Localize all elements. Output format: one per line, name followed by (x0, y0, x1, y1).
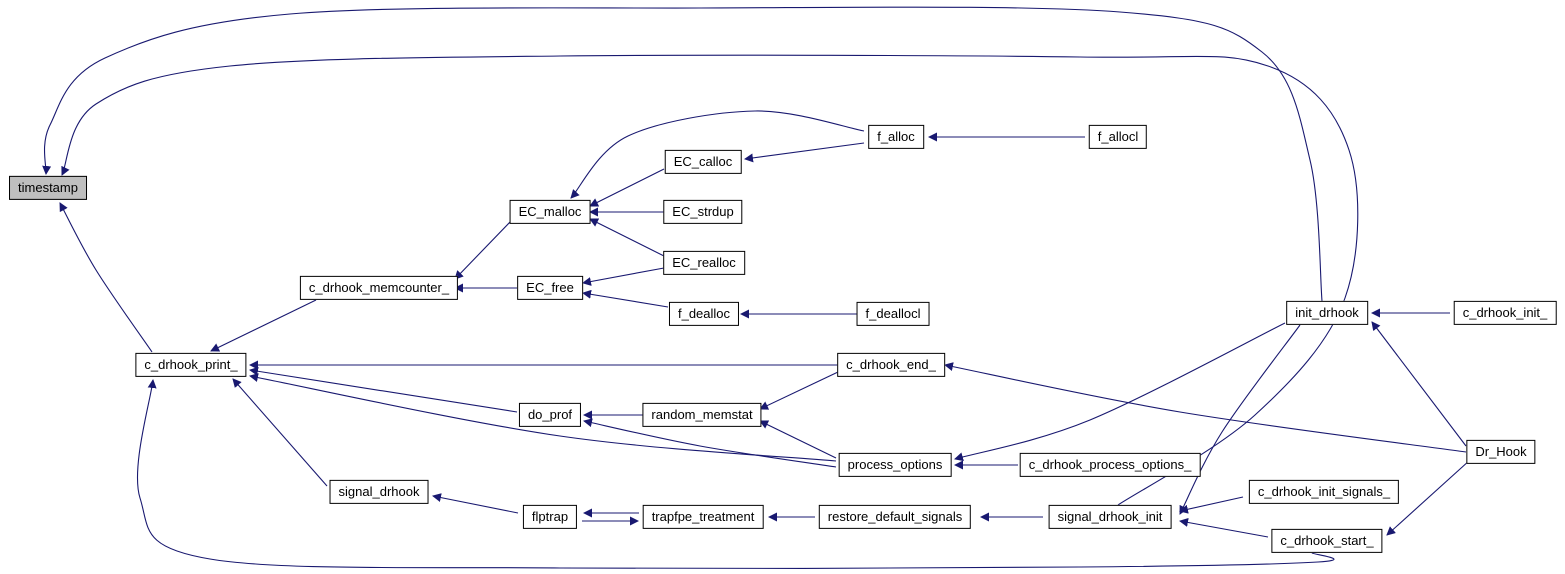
graph-node-c_drhook_print_[interactable]: c_drhook_print_ (135, 352, 247, 378)
call-edge-c_drhook_init_signals_-to-signal_drhook_init (1179, 496, 1244, 514)
graph-node-Dr_Hook[interactable]: Dr_Hook (1466, 439, 1536, 465)
call-edge-init_drhook-to-timestamp (42, 6, 1323, 302)
graph-node-process_options[interactable]: process_options (838, 452, 952, 478)
call-edge-c_drhook_print_-to-timestamp (59, 202, 153, 353)
graph-node-c_drhook_memcounter_[interactable]: c_drhook_memcounter_ (299, 275, 459, 301)
call-edge-Dr_Hook-to-c_drhook_start_ (1386, 459, 1471, 536)
graph-node-EC_malloc[interactable]: EC_malloc (509, 199, 591, 225)
graph-node-trapfpe_treatment[interactable]: trapfpe_treatment (642, 504, 764, 530)
call-edge-c_drhook_memcounter_-to-c_drhook_print_ (210, 299, 317, 352)
call-edge-c_drhook_start_-to-signal_drhook_init (1179, 518, 1269, 538)
graph-node-f_deallocl[interactable]: f_deallocl (856, 301, 930, 327)
call-edge-f_dealloc-to-EC_free (582, 289, 669, 308)
call-edge-process_options-to-c_drhook_print_ (249, 373, 837, 462)
graph-node-init_drhook[interactable]: init_drhook (1286, 300, 1368, 326)
graph-node-EC_realloc[interactable]: EC_realloc (663, 250, 745, 276)
call-edge-c_drhook_start_-to-c_drhook_print_ (136, 379, 1335, 570)
call-edge-flptrap-to-signal_drhook (432, 493, 519, 514)
call-edge-EC_realloc-to-EC_free (582, 267, 665, 286)
graph-node-restore_default_signals[interactable]: restore_default_signals (818, 504, 972, 530)
call-edge-Dr_Hook-to-c_drhook_end_ (944, 362, 1467, 453)
graph-node-do_prof[interactable]: do_prof (518, 402, 582, 428)
call-edge-EC_calloc-to-EC_malloc (589, 168, 665, 207)
call-edge-init_drhook-to-process_options (954, 322, 1286, 462)
call-edge-Dr_Hook-to-init_drhook (1371, 321, 1467, 447)
call-edge-f_alloc-to-EC_malloc (570, 110, 865, 199)
call-edge-f_alloc-to-EC_calloc (744, 142, 865, 163)
graph-node-f_allocl[interactable]: f_allocl (1088, 124, 1148, 150)
graph-node-f_dealloc[interactable]: f_dealloc (668, 301, 740, 327)
call-edge-process_options-to-random_memstat (759, 420, 837, 459)
graph-node-c_drhook_end_[interactable]: c_drhook_end_ (837, 352, 945, 378)
graph-node-random_memstat[interactable]: random_memstat (642, 402, 762, 428)
call-edge-process_options-to-do_prof (583, 418, 837, 468)
graph-node-EC_strdup[interactable]: EC_strdup (663, 199, 743, 225)
call-edge-EC_realloc-to-EC_malloc (589, 218, 665, 257)
graph-node-c_drhook_init_[interactable]: c_drhook_init_ (1453, 300, 1557, 326)
graph-node-c_drhook_process_options_[interactable]: c_drhook_process_options_ (1019, 452, 1201, 478)
call-edge-c_drhook_end_-to-random_memstat (759, 371, 839, 410)
graph-node-EC_calloc[interactable]: EC_calloc (664, 149, 742, 175)
call-edge-init_drhook-to-signal_drhook_init (1179, 324, 1301, 515)
graph-node-f_alloc[interactable]: f_alloc (868, 124, 924, 150)
call-edge-do_prof-to-c_drhook_print_ (249, 366, 518, 413)
graph-node-flptrap[interactable]: flptrap (522, 504, 578, 530)
call-edge-signal_drhook_init-to-timestamp (61, 54, 1359, 506)
graph-node-signal_drhook_init[interactable]: signal_drhook_init (1048, 504, 1172, 530)
call-edge-signal_drhook-to-c_drhook_print_ (232, 378, 328, 487)
graph-node-EC_free[interactable]: EC_free (517, 275, 583, 301)
call-edge-EC_malloc-to-c_drhook_memcounter_ (454, 221, 511, 280)
graph-node-timestamp[interactable]: timestamp (9, 175, 87, 201)
graph-node-c_drhook_init_signals_[interactable]: c_drhook_init_signals_ (1248, 479, 1400, 505)
graph-node-signal_drhook[interactable]: signal_drhook (329, 479, 429, 505)
graph-node-c_drhook_start_[interactable]: c_drhook_start_ (1271, 528, 1383, 554)
